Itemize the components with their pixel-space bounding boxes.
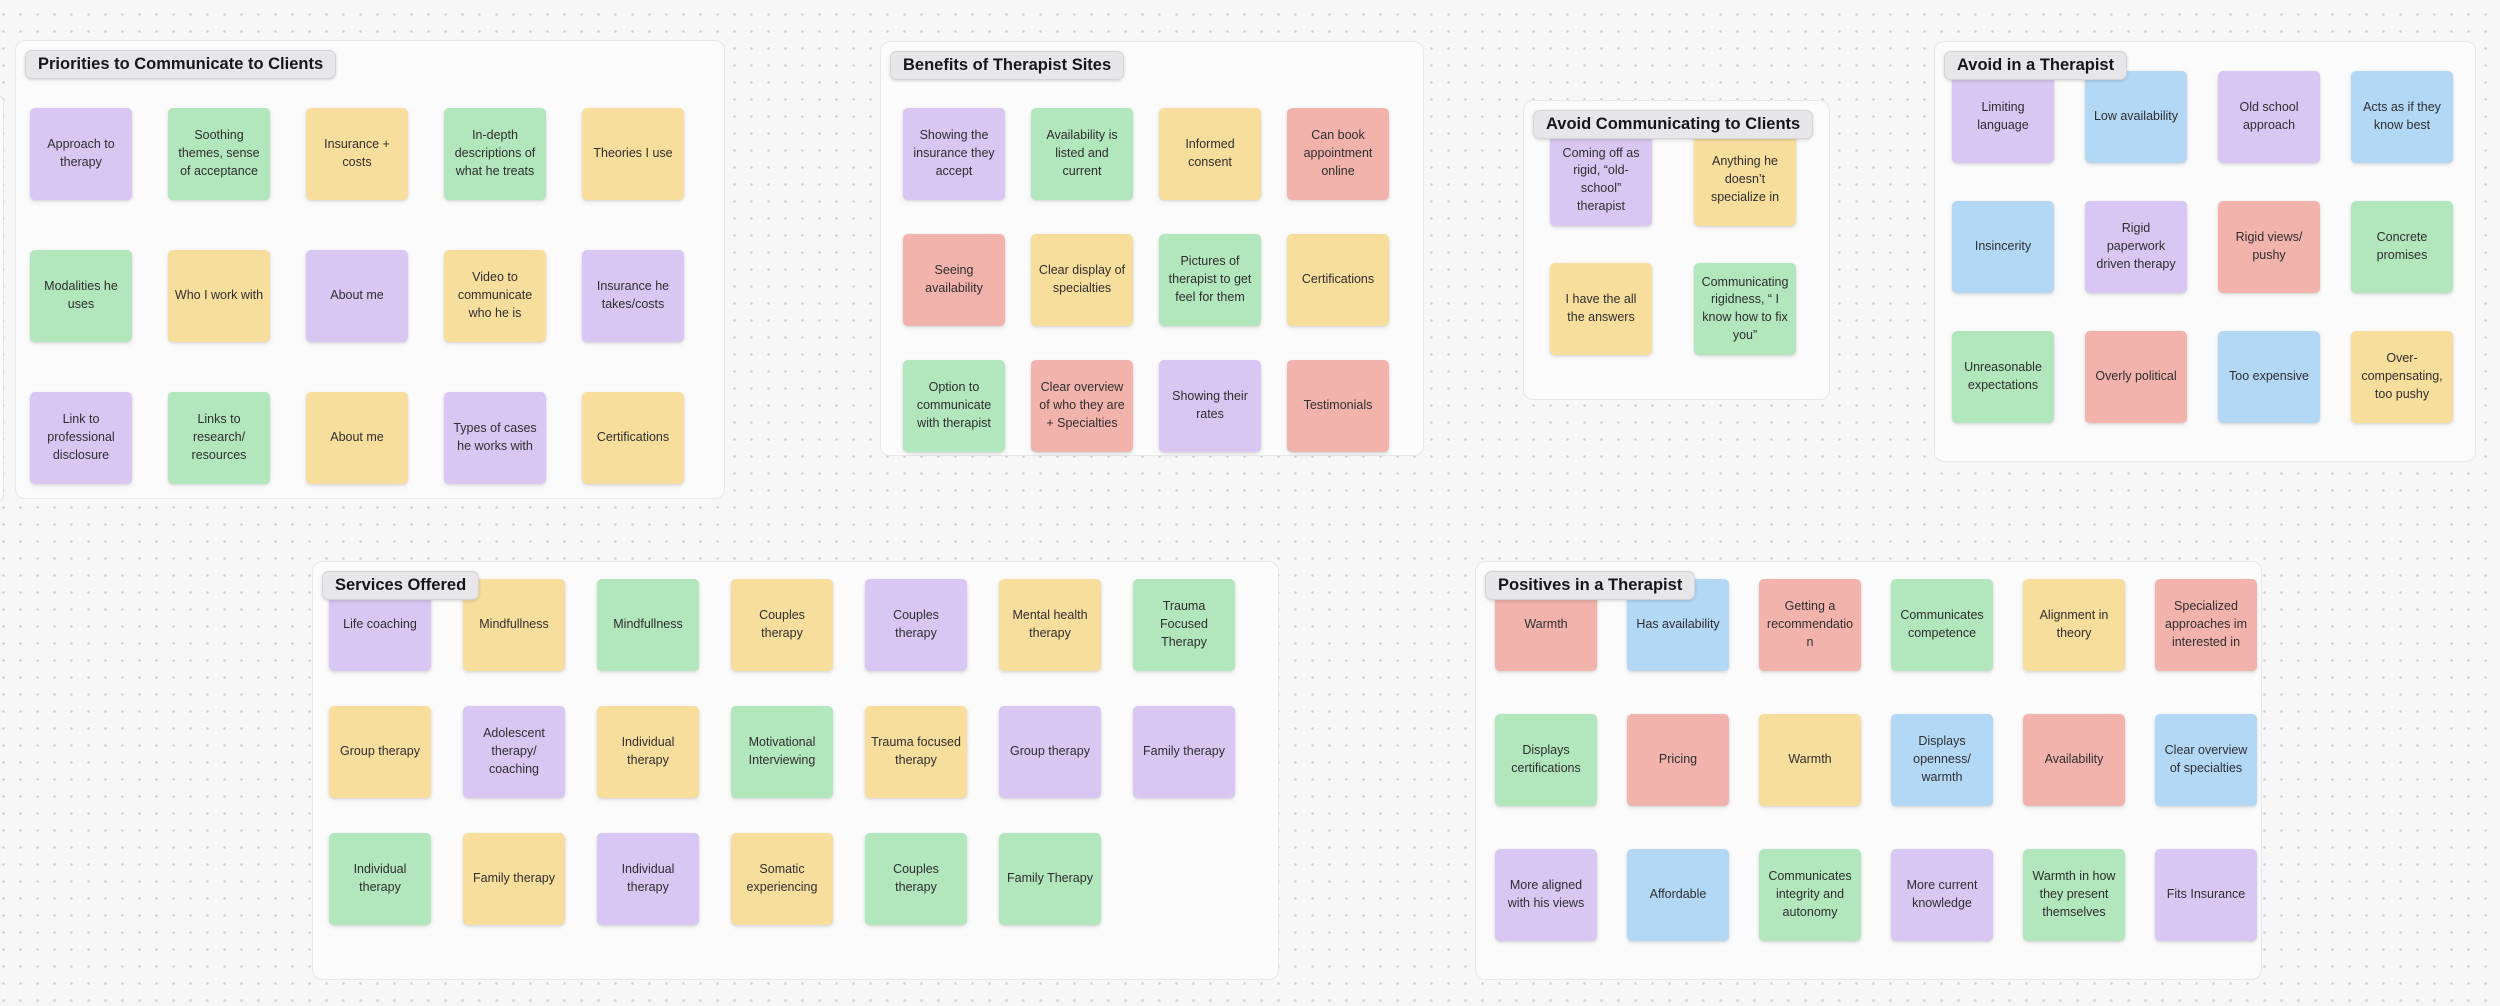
offscreen-section-edge <box>0 95 4 502</box>
sticky-note[interactable]: Concrete promises <box>2351 201 2453 293</box>
sticky-note[interactable]: Adolescent therapy/ coaching <box>463 706 565 798</box>
sticky-note[interactable]: Soothing themes, sense of acceptance <box>168 108 270 200</box>
sticky-note[interactable]: Mental health therapy <box>999 579 1101 671</box>
sticky-note[interactable]: Group therapy <box>329 706 431 798</box>
sticky-note[interactable]: Approach to therapy <box>30 108 132 200</box>
sticky-note[interactable]: Specialized approaches im interested in <box>2155 579 2257 671</box>
sticky-note[interactable]: Trauma Focused Therapy <box>1133 579 1235 671</box>
sticky-note[interactable]: Old school approach <box>2218 71 2320 163</box>
sticky-note[interactable]: Certifications <box>1287 234 1389 326</box>
sticky-note[interactable]: Option to communicate with therapist <box>903 360 1005 452</box>
sticky-note[interactable]: Communicating rigidness, “ I know how to… <box>1694 263 1796 355</box>
sticky-note[interactable]: Seeing availability <box>903 234 1005 326</box>
sticky-note[interactable]: Couples therapy <box>731 579 833 671</box>
section-title-priorities[interactable]: Priorities to Communicate to Clients <box>25 50 337 79</box>
sticky-note[interactable]: Link to professional disclosure <box>30 392 132 484</box>
sticky-note[interactable]: Communicates competence <box>1891 579 1993 671</box>
sticky-note[interactable]: Family therapy <box>1133 706 1235 798</box>
sticky-note[interactable]: Insurance + costs <box>306 108 408 200</box>
sticky-note[interactable]: Couples therapy <box>865 833 967 925</box>
sticky-note[interactable]: Mindfullness <box>463 579 565 671</box>
sticky-note[interactable]: Rigid views/ pushy <box>2218 201 2320 293</box>
sticky-grid-benefits: Showing the insurance they accept Availab… <box>903 108 1389 452</box>
sticky-note[interactable]: More aligned with his views <box>1495 849 1597 941</box>
sticky-note[interactable]: Warmth in how they present themselves <box>2023 849 2125 941</box>
sticky-note[interactable]: Testimonials <box>1287 360 1389 452</box>
sticky-grid-priorities: Approach to therapy Soothing themes, sens… <box>30 108 684 484</box>
sticky-note[interactable]: Insurance he takes/costs <box>582 250 684 342</box>
section-avoid-in-a-therapist: Avoid in a Therapist Limiting language Lo… <box>1934 41 2476 462</box>
sticky-grid-positives: Warmth Has availability Getting a recommen… <box>1495 579 2257 941</box>
sticky-note[interactable]: Showing the insurance they accept <box>903 108 1005 200</box>
sticky-note[interactable]: Too expensive <box>2218 331 2320 423</box>
sticky-note[interactable]: Limiting language <box>1952 71 2054 163</box>
sticky-note[interactable]: Affordable <box>1627 849 1729 941</box>
sticky-grid-avoid-communicating: Coming off as rigid, “old-school” therap… <box>1550 134 1796 355</box>
section-avoid-communicating: Avoid Communicating to Clients Coming of… <box>1523 100 1830 400</box>
section-title-avoid-communicating[interactable]: Avoid Communicating to Clients <box>1533 110 1814 139</box>
sticky-note[interactable]: Individual therapy <box>597 706 699 798</box>
sticky-note[interactable]: Alignment in theory <box>2023 579 2125 671</box>
sticky-note[interactable]: Rigid paperwork driven therapy <box>2085 201 2187 293</box>
sticky-note[interactable]: Availability <box>2023 714 2125 806</box>
sticky-note[interactable]: Clear overview of specialties <box>2155 714 2257 806</box>
sticky-note[interactable]: Anything he doesn’t specialize in <box>1694 134 1796 226</box>
sticky-note[interactable]: Communicates integrity and autonomy <box>1759 849 1861 941</box>
sticky-note[interactable]: Over-compensating, too pushy <box>2351 331 2453 423</box>
sticky-note[interactable]: Coming off as rigid, “old-school” therap… <box>1550 134 1652 226</box>
sticky-note[interactable]: Group therapy <box>999 706 1101 798</box>
sticky-note[interactable]: Mindfullness <box>597 579 699 671</box>
sticky-note[interactable]: About me <box>306 250 408 342</box>
sticky-note[interactable]: Fits Insurance <box>2155 849 2257 941</box>
sticky-note[interactable]: Pictures of therapist to get feel for th… <box>1159 234 1261 326</box>
sticky-note[interactable]: Types of cases he works with <box>444 392 546 484</box>
sticky-note[interactable]: Modalities he uses <box>30 250 132 342</box>
sticky-note[interactable]: Getting a recommendation <box>1759 579 1861 671</box>
sticky-note[interactable]: Clear overview of who they are + Special… <box>1031 360 1133 452</box>
section-priorities-to-communicate: Priorities to Communicate to Clients App… <box>15 40 725 499</box>
sticky-note[interactable]: Insincerity <box>1952 201 2054 293</box>
section-positives-in-a-therapist: Positives in a Therapist Warmth Has avail… <box>1475 561 2262 980</box>
sticky-note[interactable]: Who I work with <box>168 250 270 342</box>
section-title-benefits[interactable]: Benefits of Therapist Sites <box>890 51 1125 80</box>
sticky-note[interactable]: Showing their rates <box>1159 360 1261 452</box>
sticky-note[interactable]: About me <box>306 392 408 484</box>
section-benefits-of-therapist-sites: Benefits of Therapist Sites Showing the … <box>880 41 1424 456</box>
sticky-note[interactable]: Overly political <box>2085 331 2187 423</box>
sticky-note[interactable]: Links to research/ resources <box>168 392 270 484</box>
sticky-note[interactable]: Individual therapy <box>329 833 431 925</box>
sticky-note[interactable]: Displays certifications <box>1495 714 1597 806</box>
sticky-note[interactable]: Pricing <box>1627 714 1729 806</box>
sticky-note[interactable]: Certifications <box>582 392 684 484</box>
sticky-note[interactable]: Video to communicate who he is <box>444 250 546 342</box>
sticky-note[interactable]: Trauma focused therapy <box>865 706 967 798</box>
section-title-positives[interactable]: Positives in a Therapist <box>1485 571 1696 600</box>
sticky-note[interactable]: Availability is listed and current <box>1031 108 1133 200</box>
sticky-grid-avoid-therapist: Limiting language Low availability Old sch… <box>1952 71 2453 423</box>
sticky-note[interactable]: Low availability <box>2085 71 2187 163</box>
sticky-note[interactable]: I have the all the answers <box>1550 263 1652 355</box>
sticky-note[interactable]: Warmth <box>1759 714 1861 806</box>
sticky-note[interactable]: Clear display of specialties <box>1031 234 1133 326</box>
sticky-note[interactable]: In-depth descriptions of what he treats <box>444 108 546 200</box>
sticky-note[interactable]: Individual therapy <box>597 833 699 925</box>
sticky-note[interactable]: Family Therapy <box>999 833 1101 925</box>
sticky-note[interactable]: Family therapy <box>463 833 565 925</box>
sticky-note[interactable]: Couples therapy <box>865 579 967 671</box>
section-title-avoid-therapist[interactable]: Avoid in a Therapist <box>1944 51 2128 80</box>
sticky-note[interactable]: Motivational Interviewing <box>731 706 833 798</box>
sticky-note[interactable]: Has availability <box>1627 579 1729 671</box>
sticky-note[interactable]: Acts as if they know best <box>2351 71 2453 163</box>
sticky-note[interactable]: More current knowledge <box>1891 849 1993 941</box>
sticky-note[interactable]: Displays openness/ warmth <box>1891 714 1993 806</box>
sticky-note[interactable]: Unreasonable expectations <box>1952 331 2054 423</box>
sticky-note[interactable]: Theories I use <box>582 108 684 200</box>
section-title-services[interactable]: Services Offered <box>322 571 480 600</box>
sticky-note[interactable]: Informed consent <box>1159 108 1261 200</box>
sticky-note[interactable]: Somatic experiencing <box>731 833 833 925</box>
sticky-note[interactable]: Can book appointment online <box>1287 108 1389 200</box>
